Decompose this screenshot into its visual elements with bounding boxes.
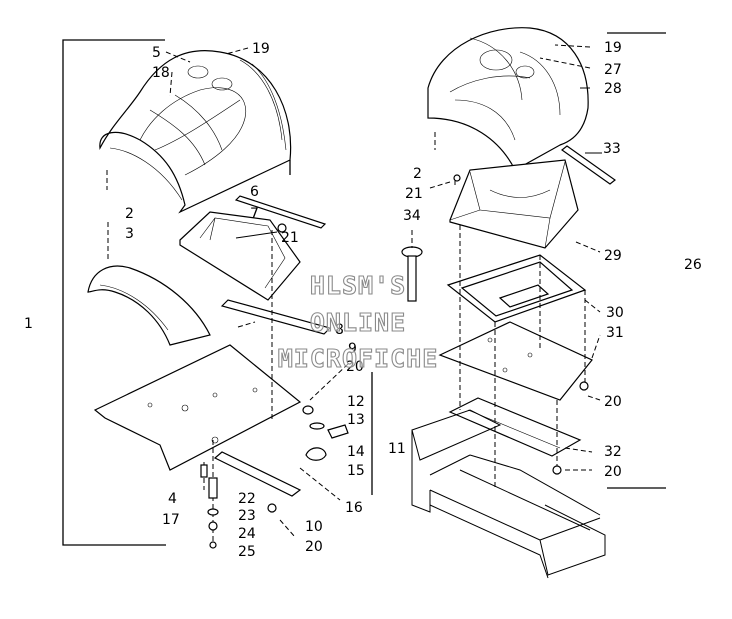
callout-1: 1 [24, 316, 33, 332]
callout-13: 13 [347, 412, 365, 428]
callout-labels: 1 5 18 19 6 7 2 3 21 8 9 20 12 13 14 15 … [24, 40, 702, 560]
assembly-1-bracket [62, 39, 166, 546]
plate-31 [438, 321, 593, 401]
callout-24: 24 [238, 526, 256, 542]
seat-cushion-right [427, 27, 589, 171]
bolt-34 [401, 246, 423, 302]
callout-2b: 2 [413, 166, 422, 182]
callout-22: 22 [238, 491, 256, 507]
callout-19: 19 [252, 41, 270, 57]
callout-11: 11 [388, 441, 406, 457]
watermark: HLSM'S ONLINE MICROFICHE [277, 270, 439, 373]
callout-3: 3 [125, 226, 134, 242]
callout-27: 27 [604, 62, 622, 78]
strap-6 [234, 195, 327, 229]
callout-32: 32 [604, 444, 622, 460]
callout-4: 4 [168, 491, 177, 507]
watermark-line-3: MICROFICHE [278, 344, 439, 373]
callout-33: 33 [603, 141, 621, 157]
callout-23: 23 [238, 508, 256, 524]
callout-20d: 20 [604, 464, 622, 480]
rail-10 [213, 451, 302, 497]
callout-20a: 20 [346, 359, 364, 375]
rail-32 [448, 397, 582, 457]
callout-19b: 19 [604, 40, 622, 56]
callout-16: 16 [345, 500, 363, 516]
callout-12: 12 [347, 394, 365, 410]
watermark-line-1: HLSM'S [310, 271, 406, 300]
alignment-lines-right [434, 132, 589, 490]
callout-18: 18 [152, 65, 170, 81]
rack-frame-11 [411, 409, 606, 579]
latch-hardware [299, 405, 349, 501]
callout-20b: 20 [305, 539, 323, 555]
base-plate-left [93, 344, 302, 471]
callout-10: 10 [305, 519, 323, 535]
watermark-line-2: ONLINE [310, 308, 406, 337]
callout-9: 9 [348, 341, 357, 357]
callout-30: 30 [606, 305, 624, 321]
storage-box-left [179, 211, 301, 301]
callout-21: 21 [281, 230, 299, 246]
callout-28: 28 [604, 81, 622, 97]
callout-15: 15 [347, 463, 365, 479]
callout-31: 31 [606, 325, 624, 341]
callout-14: 14 [347, 444, 365, 460]
callout-2: 2 [125, 206, 134, 222]
callout-29: 29 [604, 248, 622, 264]
callout-17: 17 [162, 512, 180, 528]
callout-8: 8 [335, 322, 344, 338]
callout-26: 26 [684, 257, 702, 273]
callout-leaders [165, 44, 602, 538]
storage-box-right [449, 159, 579, 249]
strap-33 [561, 145, 616, 185]
assembly-26-bracket [607, 32, 666, 489]
callout-34: 34 [403, 208, 421, 224]
callout-21b: 21 [405, 186, 423, 202]
callout-6: 6 [250, 184, 259, 200]
callout-25: 25 [238, 544, 256, 560]
frame-30 [446, 254, 587, 323]
seat-fender-left [87, 265, 211, 346]
bracket-8 [220, 299, 332, 335]
callout-7: 7 [250, 206, 259, 222]
seat-cushion-left [99, 50, 292, 214]
callout-20c: 20 [604, 394, 622, 410]
fastener-stack-left [106, 170, 287, 549]
callout-5: 5 [152, 45, 161, 61]
